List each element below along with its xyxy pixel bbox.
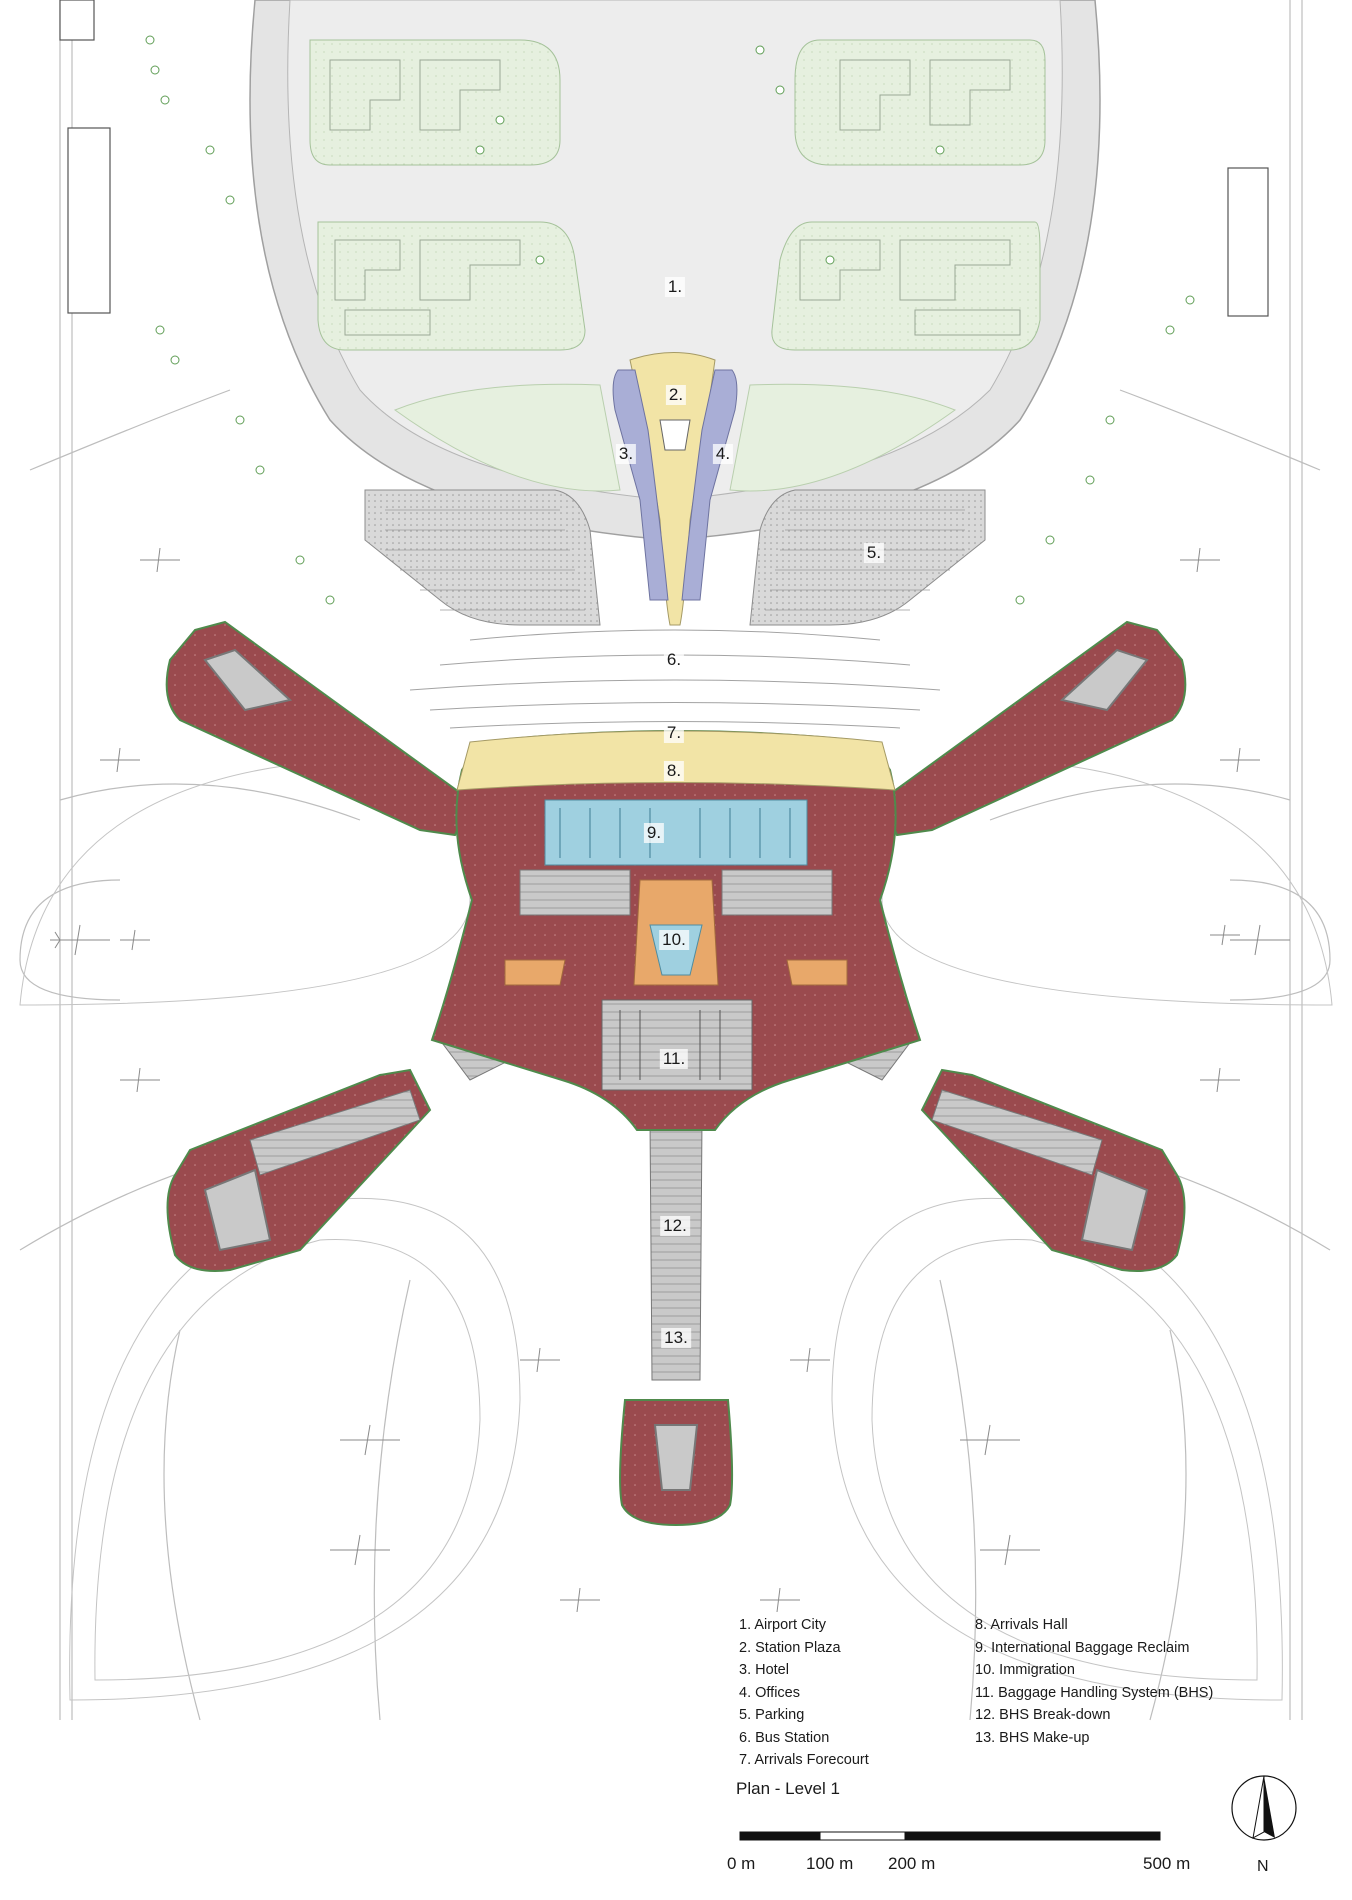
forecourt-bands: [409, 629, 941, 729]
scale-label-200: 200 m: [888, 1854, 936, 1873]
legend-item: 10. Immigration: [975, 1662, 1075, 1678]
airport-city: [249, 0, 1101, 541]
legend-item: 13. BHS Make-up: [975, 1729, 1090, 1746]
zone-label-13: 13.: [661, 1328, 691, 1348]
scale-label-100: 100 m: [806, 1854, 854, 1873]
zone-label-5: 5.: [863, 543, 885, 563]
central-terminal: [430, 730, 922, 1131]
legend-item: 3. Hotel: [739, 1662, 789, 1678]
zone-label-2: 2.: [665, 385, 687, 405]
legend-item: 6. Bus Station: [739, 1729, 830, 1746]
zone-label-8: 8.: [663, 761, 685, 781]
legend-item: 7. Arrivals Forecourt: [739, 1752, 869, 1768]
north-arrow-icon: [1231, 1775, 1297, 1841]
aircraft: [50, 547, 1290, 1613]
zone-label-12: 12.: [660, 1216, 690, 1236]
legend-item: 8. Arrivals Hall: [975, 1617, 1068, 1633]
north-label: N: [1257, 1858, 1269, 1875]
station-plaza-complex: [612, 352, 738, 626]
legend-right-column: 8. Arrivals Hall 9. International Baggag…: [975, 1614, 1213, 1749]
zone-label-9: 9.: [643, 823, 665, 843]
zone-label-7: 7.: [663, 723, 685, 743]
scale-label-500: 500 m: [1143, 1854, 1191, 1873]
legend-item: 12. BHS Break-down: [975, 1707, 1111, 1723]
trees: [145, 35, 1195, 605]
zone-label-11: 11.: [659, 1049, 689, 1069]
zone-label-3: 3.: [615, 444, 637, 464]
zone-label-1: 1.: [664, 277, 686, 297]
zone-label-4: 4.: [712, 444, 734, 464]
zone-label-10: 10.: [659, 930, 689, 950]
legend-item: 5. Parking: [739, 1707, 805, 1723]
legend-item: 11. Baggage Handling System (BHS): [975, 1684, 1214, 1701]
legend-item: 2. Station Plaza: [739, 1639, 841, 1656]
adjacent-buildings: [59, 0, 1269, 317]
plan-title: Plan - Level 1: [736, 1779, 840, 1798]
legend-item: 1. Airport City: [739, 1617, 827, 1633]
legend-item: 9. International Baggage Reclaim: [975, 1639, 1190, 1656]
scale-label-0: 0 m: [727, 1854, 756, 1873]
legend-item: 4. Offices: [739, 1684, 800, 1701]
zone-label-6: 6.: [663, 650, 685, 670]
legend-left-column: 1. Airport City 2. Station Plaza 3. Hote…: [739, 1614, 869, 1772]
scale-bar: [739, 1831, 1161, 1841]
